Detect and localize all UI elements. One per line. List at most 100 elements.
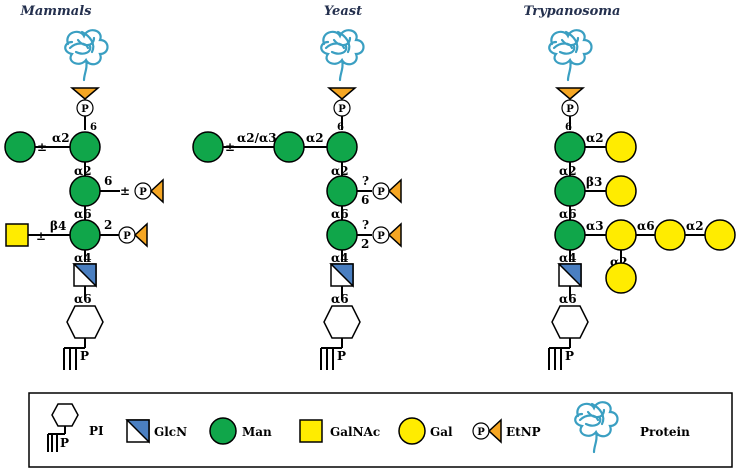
legend-item-etnp: P EtNP: [472, 418, 541, 444]
gal-icon: [605, 262, 637, 294]
linkage-label: β4: [50, 219, 66, 233]
linkage-label: α4: [74, 251, 92, 265]
etnp-triangle-icon: [487, 418, 502, 444]
man-icon: [69, 131, 101, 163]
gal-icon: [605, 175, 637, 207]
gal-icon: [704, 219, 736, 251]
linkage-label: α2: [306, 131, 324, 145]
optional-sign: ±: [120, 184, 130, 198]
mammals-structure: P 6 ± α2 α2 6 ± P α6 ± β4 2 P α4 α6: [4, 29, 164, 370]
linkage-label: α2/α3: [237, 131, 277, 145]
optional-sign: ±: [36, 229, 46, 243]
legend-label-etnp: EtNP: [506, 425, 541, 439]
panel-title-trypanosoma: Trypanosoma: [524, 4, 621, 19]
etnp-triangle-icon: [387, 222, 402, 248]
legend-label-protein: Protein: [640, 425, 690, 439]
man-icon: [326, 175, 358, 207]
man-icon: [209, 417, 237, 445]
lipid-tail-icon: [47, 433, 65, 452]
linkage-label: α2: [686, 219, 704, 233]
man-icon: [69, 175, 101, 207]
man-icon: [554, 131, 586, 163]
linkage-label: 6: [104, 174, 112, 188]
linkage-label: 6: [565, 122, 572, 133]
etnp-triangle-icon: [554, 87, 586, 100]
linkage-label: α2: [559, 164, 577, 178]
legend-item-pi: P PI: [47, 403, 104, 452]
panel-title-mammals: Mammals: [19, 4, 92, 19]
linkage-label: α6: [74, 207, 92, 221]
man-icon: [326, 131, 358, 163]
phosphate-label: P: [123, 231, 131, 242]
legend-label-glcn: GlcN: [154, 425, 187, 439]
lipid-tail-icon: [63, 347, 85, 370]
legend-item-man: Man: [209, 417, 272, 445]
phosphate-label: P: [565, 349, 574, 363]
legend-label-man: Man: [242, 425, 272, 439]
legend: P PI GlcN Man GalNAc Gal P EtNP: [28, 392, 733, 468]
linkage-label: 6: [90, 122, 97, 133]
legend-label-pi: PI: [89, 424, 104, 438]
pi-ring-icon: [51, 403, 79, 427]
linkage-label: α6: [74, 292, 92, 306]
linkage-label: α6: [559, 207, 577, 221]
legend-label-gal: Gal: [430, 425, 453, 439]
etnp-triangle-icon: [69, 87, 101, 100]
linkage-label: 2: [104, 218, 112, 232]
linkage-label: ?: [362, 174, 369, 188]
galnac-icon: [5, 223, 29, 247]
linkage-label: ?: [362, 218, 369, 232]
optional-sign: ±: [37, 140, 47, 154]
linkage-label: α3: [586, 219, 604, 233]
legend-item-protein: Protein: [574, 401, 690, 454]
linkage-label: 6: [361, 193, 369, 207]
pi-ring-icon: [66, 305, 104, 339]
etnp-triangle-icon: [133, 222, 148, 248]
linkage-label: α2: [331, 164, 349, 178]
man-icon: [4, 131, 36, 163]
linkage-label: α2: [52, 131, 70, 145]
phosphate-label: P: [477, 427, 485, 438]
linkage-label: 6: [337, 122, 344, 133]
etnp-triangle-icon: [387, 178, 402, 204]
gal-icon: [398, 417, 426, 445]
protein-icon: [548, 29, 593, 82]
galnac-icon: [299, 419, 323, 443]
panel-title-yeast: Yeast: [324, 4, 362, 19]
pi-ring-icon: [323, 305, 361, 339]
man-icon: [192, 131, 224, 163]
phosphate-label: P: [566, 104, 574, 115]
linkage-label: α2: [586, 131, 604, 145]
legend-label-galnac: GalNAc: [330, 425, 380, 439]
man-icon: [326, 219, 358, 251]
phosphate-label: P: [377, 231, 385, 242]
man-icon: [273, 131, 305, 163]
etnp-triangle-icon: [326, 87, 358, 100]
linkage-label: β3: [586, 175, 602, 189]
phosphate-label: P: [337, 349, 346, 363]
linkage-label: 2: [361, 237, 369, 251]
linkage-label: α2: [74, 164, 92, 178]
linkage-label: α6: [331, 292, 349, 306]
gal-icon: [605, 219, 637, 251]
linkage-label: α6: [637, 219, 655, 233]
gal-icon: [654, 219, 686, 251]
legend-item-gal: Gal: [398, 417, 453, 445]
man-icon: [554, 175, 586, 207]
lipid-tail-icon: [548, 347, 570, 370]
man-icon: [69, 219, 101, 251]
phosphate-label: P: [81, 104, 89, 115]
protein-icon: [64, 29, 109, 82]
gal-icon: [605, 131, 637, 163]
phosphate-label: P: [338, 104, 346, 115]
linkage-label: α6: [559, 292, 577, 306]
trypanosoma-structure: P 6 α2 α2 β3 α6 α3 α6 α2 α2 α4 α6: [548, 29, 736, 370]
phosphate-label: P: [377, 187, 385, 198]
protein-icon: [320, 29, 365, 82]
phosphate-label: P: [60, 436, 69, 450]
linkage-label: α4: [559, 251, 577, 265]
legend-item-galnac: GalNAc: [299, 419, 380, 443]
phosphate-label: P: [80, 349, 89, 363]
linkage-label: α4: [331, 251, 349, 265]
legend-item-glcn: GlcN: [125, 419, 187, 444]
